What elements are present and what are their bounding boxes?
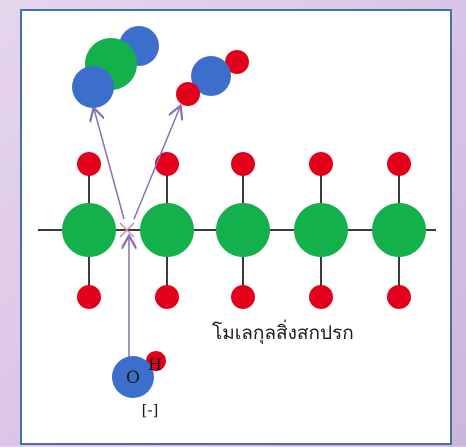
arrow-to-right-molecule [133,107,180,220]
red-atom [231,285,255,309]
top-red-atoms [77,152,411,176]
oh-o-label: O [126,368,140,388]
red-atom [155,152,179,176]
carbon-atom [140,203,194,257]
carbon-atom [372,203,426,257]
red-atom [387,285,411,309]
bottom-red-atoms [77,285,411,309]
carbon-atoms [62,203,426,257]
released-molecule-right [176,50,249,106]
oh-charge-label: [-] [142,401,159,419]
red-atom [176,82,200,106]
red-atom [309,285,333,309]
red-atom [155,285,179,309]
carbon-atom [294,203,348,257]
red-atom [387,152,411,176]
blue-atom [191,56,231,96]
red-atom [77,285,101,309]
impurity-molecule-label: โมเลกุลสิ่งสกปรก [212,319,354,345]
carbon-atom [62,203,116,257]
reaction-arrows [94,107,180,369]
red-atom [309,152,333,176]
oh-h-label: H [148,355,162,374]
red-atom [77,152,101,176]
red-atom [231,152,255,176]
oxidation-diagram: O H [-] โมเลกุลสิ่งสกปรก [38,26,436,419]
diagram-frame: O H [-] โมเลกุลสิ่งสกปรก [20,9,452,445]
hydrogen-atom [146,351,166,371]
oxygen-atom [112,356,154,398]
carbon-atom [216,203,270,257]
released-molecule-left [72,26,159,108]
hydroxyl-radical: O H [-] [112,351,166,419]
blue-atom [72,66,114,108]
red-atom [225,50,249,74]
arrow-to-left-molecule [94,109,125,220]
